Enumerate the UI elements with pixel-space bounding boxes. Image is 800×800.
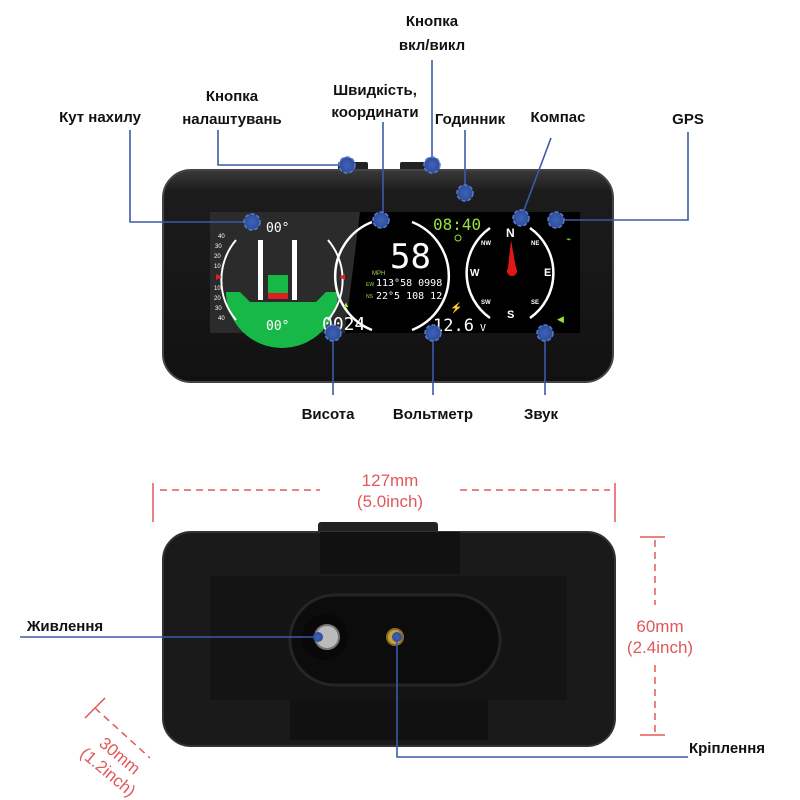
gps-label: GPS	[672, 111, 704, 128]
compass-n: N	[506, 226, 515, 240]
speaker-icon: ◀	[557, 314, 564, 324]
compass-nw: NW	[481, 241, 491, 247]
scale-label: 30	[215, 306, 222, 312]
leader-lines-top	[129, 60, 689, 395]
speed-coords-label-2: координати	[331, 104, 418, 121]
scale-label: 40	[218, 316, 225, 322]
power-button-label-2: вкл/викл	[399, 37, 465, 54]
compass-s: S	[507, 309, 514, 321]
scale-label: 10	[214, 264, 221, 270]
compass-sw: SW	[481, 300, 491, 306]
height-dimension: 60mm (2.4inch)	[627, 536, 693, 736]
speed-unit: MPH	[372, 271, 385, 277]
gps-satellite-icon: ⌁	[566, 234, 571, 244]
width-inch: (5.0inch)	[357, 492, 423, 511]
leader-lines-bottom	[20, 632, 688, 758]
height-mm: 60mm	[636, 617, 683, 636]
scale-label: 20	[214, 254, 221, 260]
voltage-value: 12.6	[433, 316, 474, 336]
scale-label: 10	[214, 286, 221, 292]
latitude-value: 22°5 108 12	[376, 291, 442, 302]
settings-button-label-2: налаштувань	[182, 111, 282, 128]
compass-label: Компас	[531, 109, 586, 126]
compass-ne: NE	[531, 241, 539, 247]
voltage-unit: V	[480, 323, 486, 334]
compass-dial: N NE E SE S SW W NW	[465, 226, 555, 321]
scale-label: 20	[214, 296, 221, 302]
ns-label: NS	[366, 294, 374, 300]
power-button-label-1: Кнопка	[406, 13, 459, 30]
device-back	[162, 522, 616, 747]
speed-value: 58	[390, 237, 431, 277]
altitude-label: Висота	[302, 406, 356, 423]
device-front: 00° 00° 40 30 20 10 10 20 30 40 58 MPH E…	[162, 162, 614, 383]
clock-value: 08:40	[433, 215, 481, 234]
ew-label: EW	[366, 282, 374, 288]
depth-dimension: 30mm (1.2inch)	[76, 697, 151, 800]
tilt-angle-label: Кут нахилу	[59, 109, 141, 126]
sound-label: Звук	[524, 406, 559, 423]
height-inch: (2.4inch)	[627, 638, 693, 657]
compass-se: SE	[531, 300, 539, 306]
inclinometer: 00° 00° 40 30 20 10 10 20 30 40	[214, 221, 345, 348]
width-dimension: 127mm (5.0inch)	[152, 471, 616, 522]
voltage-icon: ⚡	[450, 301, 462, 314]
scale-label: 40	[218, 234, 225, 240]
speed-gauge: 58 MPH EW NS 113°58 0998 22°5 108 12 ⚡ ▲…	[322, 220, 486, 336]
clock-icon	[454, 234, 462, 242]
voltmeter-label: Вольтметр	[393, 406, 473, 423]
width-mm: 127mm	[362, 471, 419, 490]
clock-label: Годинник	[435, 111, 506, 128]
altitude-icon: ▲	[342, 300, 350, 309]
compass-w: W	[470, 268, 480, 279]
compass-e: E	[544, 267, 551, 279]
callout-markers	[243, 156, 565, 342]
power-input-label: Живлення	[26, 618, 103, 635]
settings-button-label-1: Кнопка	[206, 88, 259, 105]
mount-label: Кріплення	[689, 740, 765, 757]
pitch-value: 00°	[266, 221, 289, 236]
compass-needle	[507, 240, 517, 276]
speed-coords-label-1: Швидкість,	[333, 82, 417, 99]
longitude-value: 113°58 0998	[376, 278, 442, 289]
scale-label: 30	[215, 244, 222, 250]
roll-value: 00°	[266, 319, 289, 334]
